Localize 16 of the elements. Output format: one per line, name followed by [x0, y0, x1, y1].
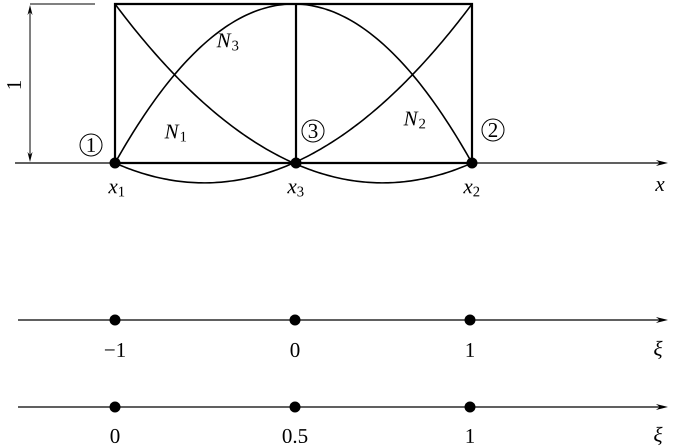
axis-label: ξ: [654, 426, 662, 446]
curve-label: N$_{1}$: [164, 124, 186, 142]
tick-label: 1: [466, 343, 474, 357]
tick-label: 0: [110, 428, 120, 444]
tick-label: 0: [290, 342, 300, 358]
circled-number: 1: [80, 134, 102, 156]
tick-label: −1: [104, 343, 125, 357]
tick-label: 0.5: [282, 428, 308, 444]
axis-label: x: [655, 181, 664, 191]
curve-label: N$_{3}$: [216, 34, 238, 50]
tick-label: 1: [466, 429, 474, 443]
dimension-label: 1: [7, 81, 21, 88]
axis-label: ξ: [654, 340, 662, 360]
curve-label: N$_{2}$: [403, 112, 426, 128]
circled-number: 2: [482, 118, 504, 142]
circled-number: 3: [302, 120, 324, 142]
